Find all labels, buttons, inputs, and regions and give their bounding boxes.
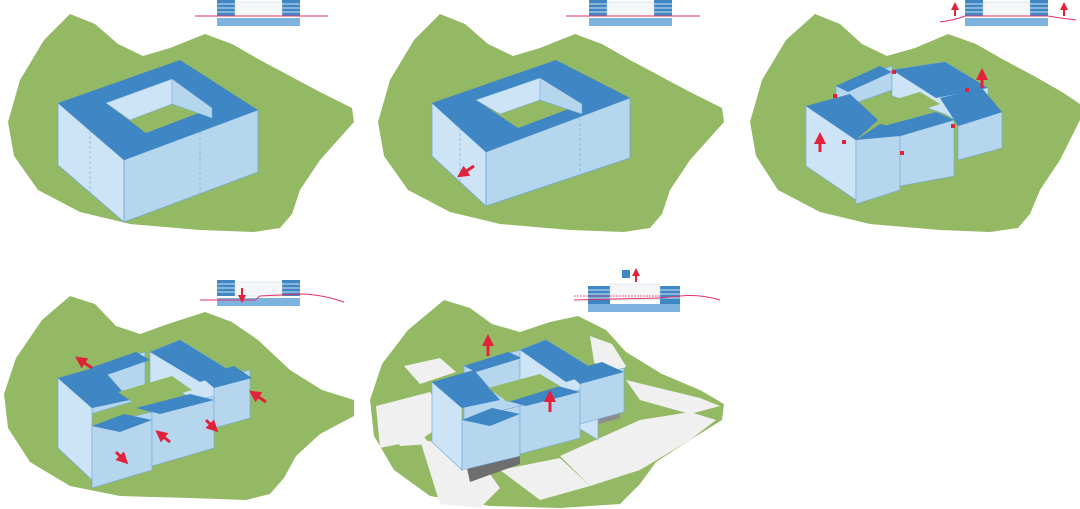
section-thumbnail <box>939 0 1077 26</box>
step-1-diagram <box>8 0 354 232</box>
building-block-ring <box>431 60 631 207</box>
shift-arrow <box>155 430 171 444</box>
building-wings <box>431 339 625 482</box>
step-4-diagram <box>4 280 354 500</box>
connection-markers <box>833 70 969 155</box>
push-arrow <box>457 164 475 178</box>
building-block-ring <box>57 60 259 223</box>
step-3-diagram <box>750 0 1080 232</box>
section-thumbnail <box>200 280 345 306</box>
step-2-diagram <box>378 0 724 232</box>
step-5-diagram <box>370 268 724 508</box>
section-thumbnail <box>566 0 700 26</box>
building-wings <box>805 61 1003 205</box>
shift-arrow <box>204 418 219 433</box>
shift-arrow <box>114 450 129 465</box>
section-thumbnail <box>195 0 328 26</box>
building-wings <box>57 339 252 489</box>
roads <box>376 336 720 508</box>
shift-arrow <box>249 390 267 404</box>
section-thumbnail <box>573 268 721 312</box>
shift-arrow <box>75 356 93 370</box>
